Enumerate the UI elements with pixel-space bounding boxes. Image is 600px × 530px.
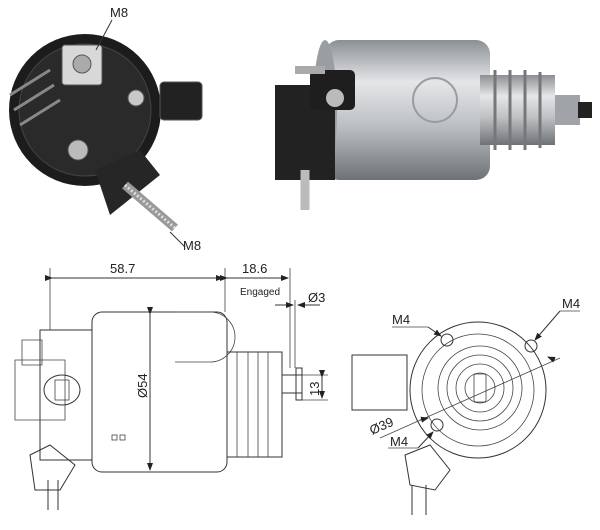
travel-dimension: 18.6 [242, 261, 267, 276]
logo-watermark [9, 68, 61, 127]
stud-thread-label: M8 [183, 238, 201, 253]
plunger-offset-dimension: 13 [307, 382, 322, 396]
length-dimension: 58.7 [110, 261, 135, 276]
logo-watermark [412, 77, 458, 123]
side-view-drawing: 58.7 18.6 Engaged Ø3 Ø54 13 [14, 261, 328, 510]
end-view-photo: M8 M8 [9, 5, 203, 253]
hole-top-right-label: M4 [562, 296, 580, 311]
top-thread-label: M8 [110, 5, 128, 20]
end-view-drawing: M4 M4 M4 Ø39 [351, 296, 580, 515]
side-view-photo [275, 40, 592, 210]
hole-bottom-label: M4 [390, 434, 408, 449]
travel-note: Engaged [240, 287, 280, 298]
plunger-diameter-dimension: Ø3 [308, 290, 325, 305]
body-diameter-dimension: Ø54 [135, 373, 150, 398]
hole-top-left-label: M4 [392, 312, 410, 327]
